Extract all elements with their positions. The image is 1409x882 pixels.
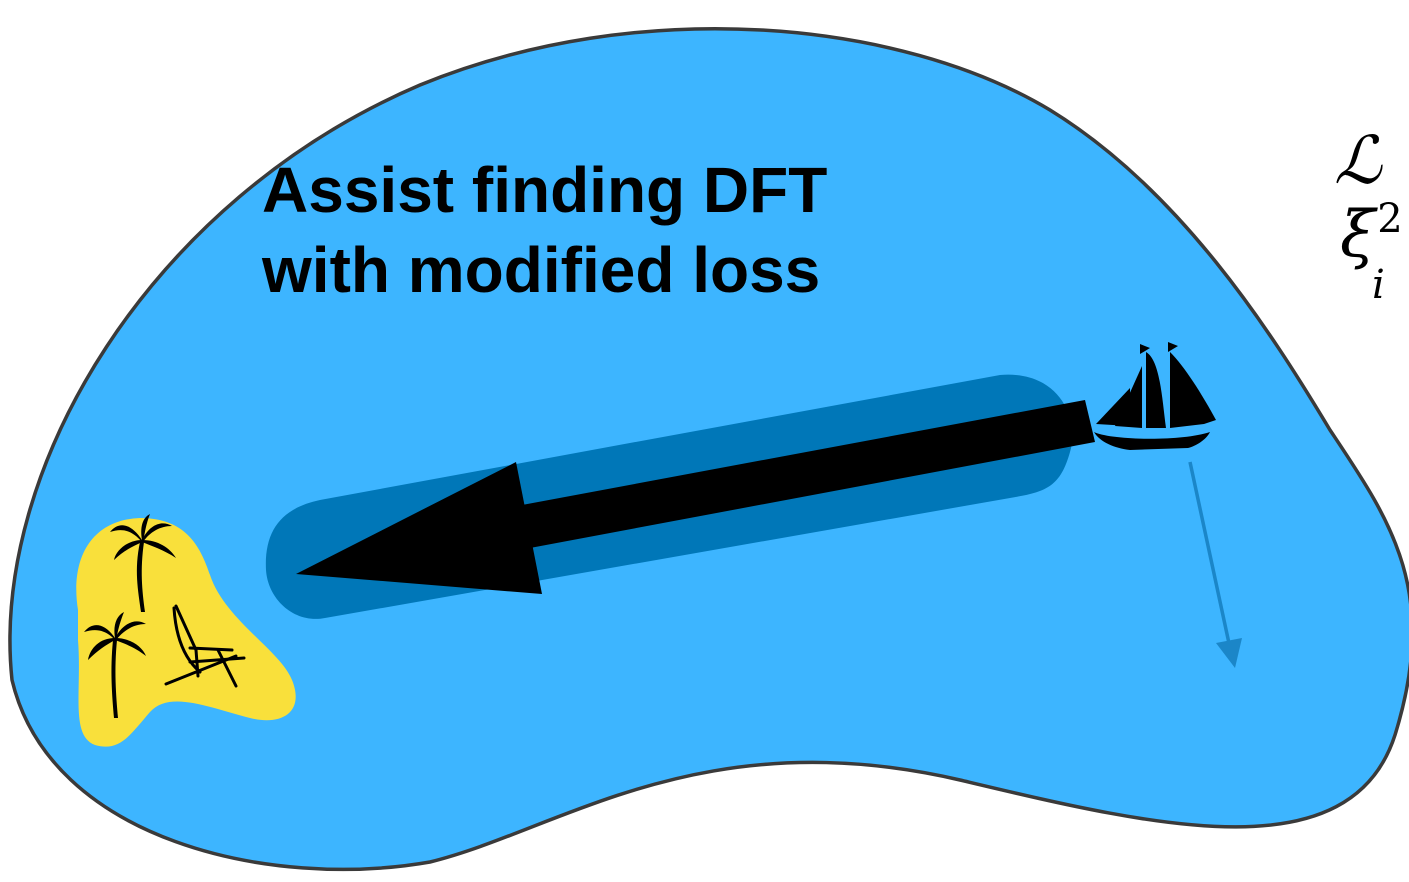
xi-squared-formula: ξ2 i (1340, 196, 1403, 308)
xi-superscript: 2 (1377, 196, 1403, 242)
xi-subscript: i (1372, 262, 1385, 308)
sailing-ship-icon (1094, 342, 1216, 450)
drift-arrow (1188, 461, 1242, 668)
xi-symbol: ξ (1340, 198, 1376, 272)
main-arrow (296, 400, 1095, 594)
loss-symbol: ℒ (1334, 128, 1382, 194)
beach-chair-icon (164, 604, 246, 688)
headline-line-1: Assist finding DFT (262, 154, 828, 226)
headline-line-2: with modified loss (262, 234, 821, 306)
palm-tree-icon (110, 514, 176, 612)
diagram-headline: Assist finding DFT with modified loss (262, 150, 827, 310)
palm-tree-icon (84, 612, 146, 718)
island (76, 518, 296, 747)
loss-symbol-text: ℒ (1334, 122, 1382, 199)
